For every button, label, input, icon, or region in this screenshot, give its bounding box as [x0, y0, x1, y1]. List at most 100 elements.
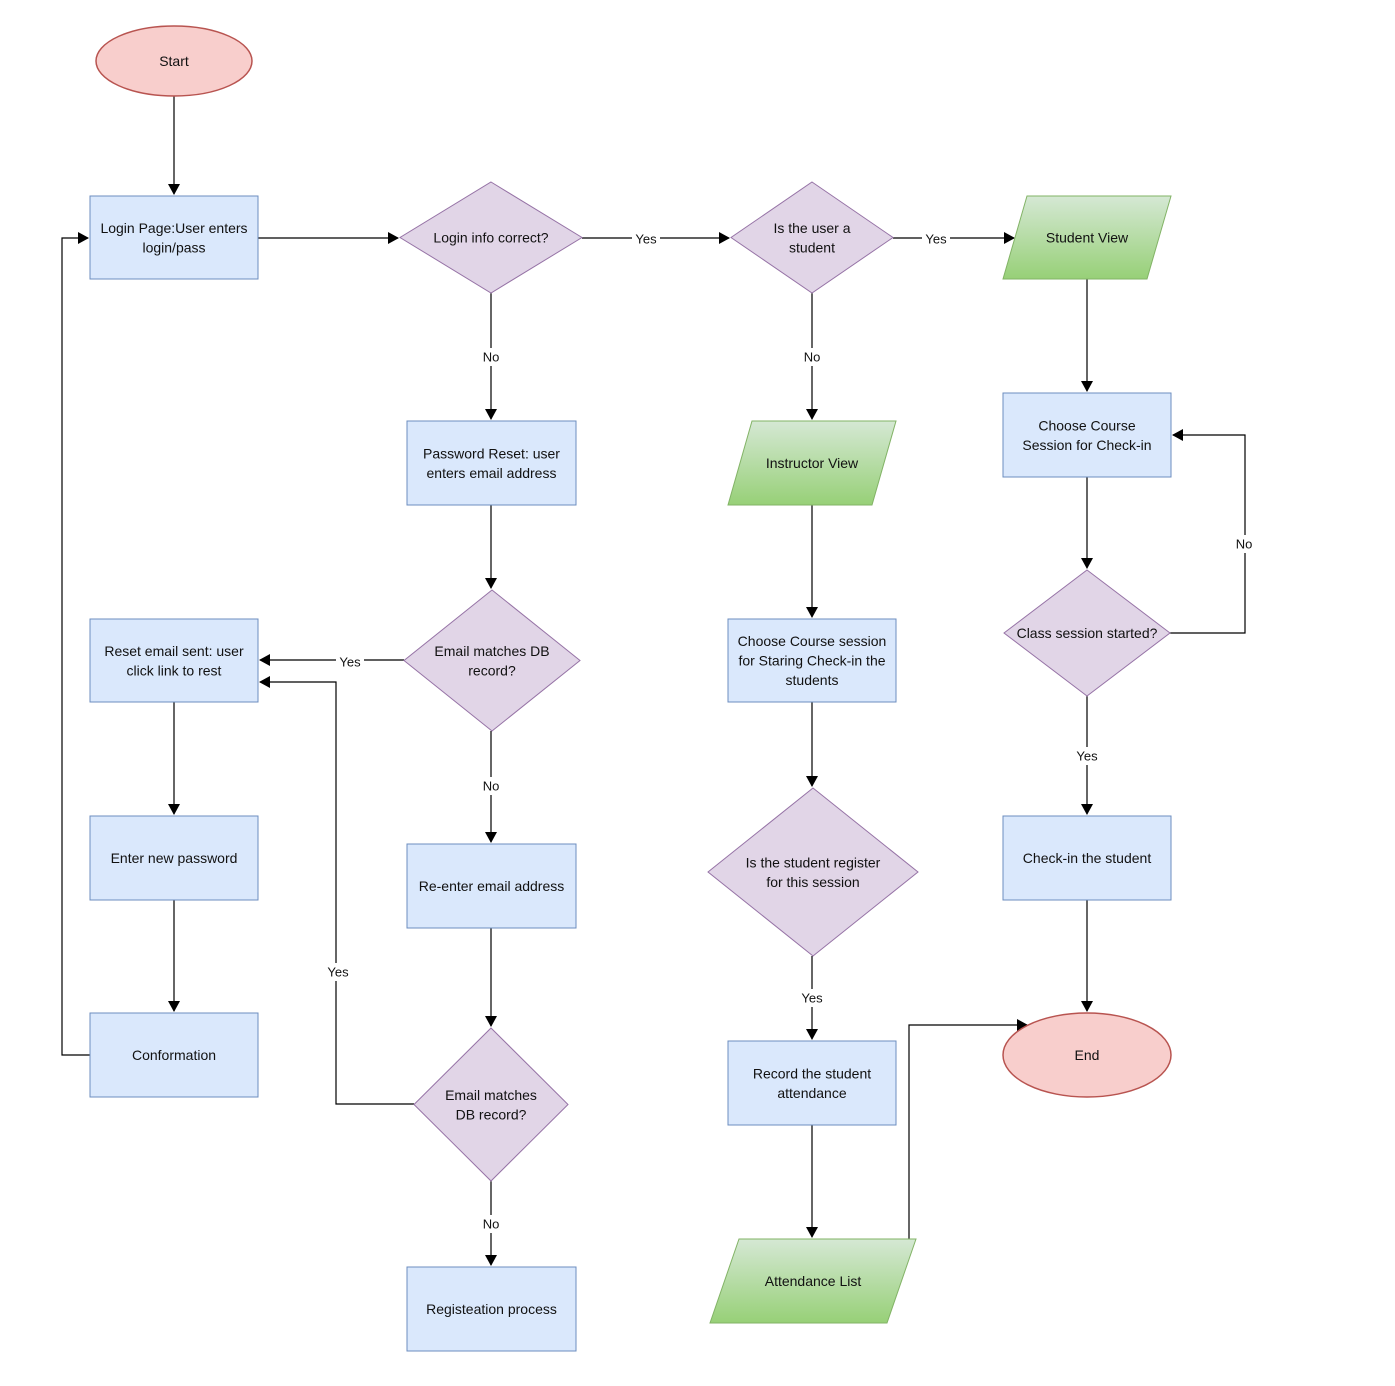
email-match2-label-line: Email matches [445, 1087, 537, 1103]
reset-sent-shape [89, 618, 259, 703]
email-match2-label-line: DB record? [456, 1106, 527, 1122]
login-label-line: login/pass [142, 239, 205, 255]
reset-sent-process-node: Reset email sent: user click link to rest [89, 618, 259, 703]
reenter-email-shape [406, 843, 577, 929]
edge-label-yes: Yes [635, 232, 657, 247]
instructor-view-label-line: Instructor View [766, 455, 859, 471]
checkin-student-label-line: Check-in the student [1023, 850, 1152, 866]
login-process-node: Login Page:User enters login/pass [89, 195, 259, 280]
enter-new-pw-label-line: Enter new password [111, 850, 238, 866]
edges-layer [61, 96, 1246, 1266]
pw-reset-process-node: Password Reset: user enters email address [406, 420, 577, 506]
pw-reset-label-line: Password Reset: user [423, 445, 560, 461]
login-shape [89, 195, 259, 280]
reset-sent-label-line: Reset email sent: user [104, 643, 244, 659]
pw-reset-label-line: enters email address [427, 465, 557, 481]
email-match2-decision-node: Email matches DB record? [413, 1027, 569, 1182]
reenter-email-label-line: Re-enter email address [419, 878, 565, 894]
email-match1-label-line: record? [468, 662, 516, 678]
edge-label-background [1073, 747, 1101, 765]
confirmation-process-node: Conformation [89, 1012, 259, 1098]
registration-process-node: Registeation process [406, 1266, 577, 1352]
attendance-list-label-line: Attendance List [765, 1273, 862, 1289]
end-terminal-node: End [1002, 1012, 1172, 1098]
start-terminal-node: Start [95, 25, 253, 97]
instructor-view-shape [727, 420, 897, 506]
edge-label-background [336, 653, 364, 671]
class-started-label-line: Class session started? [1017, 625, 1158, 641]
checkin-student-process-node: Check-in the student [1002, 815, 1172, 901]
start-label-line: Start [159, 53, 189, 69]
email-match1-label-line: Email matches DB [434, 643, 549, 659]
is-registered-label-line: Is the student register [746, 854, 881, 870]
edge-label-background [802, 348, 822, 366]
is-registered-shape [707, 787, 919, 957]
instructor-view-io-node: Instructor View [727, 420, 897, 506]
choose-start-label-line: Choose Course session [738, 633, 887, 649]
edge-label-no: No [483, 350, 500, 365]
choose-checkin-label-line: Session for Check-in [1022, 437, 1151, 453]
login-label-line: Login Page:User enters [100, 220, 247, 236]
choose-start-shape [727, 618, 897, 703]
pw-reset-shape [406, 420, 577, 506]
choose-checkin-shape [1002, 392, 1172, 478]
edge-label-yes: Yes [327, 965, 349, 980]
reset-sent-label-line: click link to rest [127, 662, 222, 678]
email-match1-decision-node: Email matches DB record? [403, 589, 581, 732]
choose-start-process-node: Choose Course session for Staring Check-i… [727, 618, 897, 703]
student-view-shape [1002, 195, 1172, 280]
record-attendance-label-line: attendance [777, 1085, 846, 1101]
is-student-shape [730, 181, 894, 294]
edge-email_match2-to-reset_sent-arrow [259, 676, 414, 1105]
end-label-line: End [1075, 1047, 1100, 1063]
record-attendance-shape [727, 1040, 897, 1126]
registration-label-line: Registeation process [426, 1301, 557, 1317]
edge-label-no: No [483, 1217, 500, 1232]
student-view-io-node: Student View [1002, 195, 1172, 280]
edge-label-no: No [804, 350, 821, 365]
edge-label-yes: Yes [339, 655, 361, 670]
class-started-shape [1003, 569, 1171, 697]
choose-start-label-line: for Staring Check-in the [738, 653, 885, 669]
edge-label-no: No [1236, 537, 1253, 552]
end-shape [1002, 1012, 1172, 1098]
edge-label-background [324, 963, 352, 981]
edge-attendance_list-to-end-arrow [908, 1019, 1028, 1239]
attendance-list-io-node: Attendance List [709, 1238, 917, 1324]
student-view-label-line: Student View [1046, 230, 1129, 246]
login-ok-label-line: Login info correct? [433, 230, 548, 246]
enter-new-pw-process-node: Enter new password [89, 815, 259, 901]
reenter-email-process-node: Re-enter email address [406, 843, 577, 929]
login-ok-decision-node: Login info correct? [399, 181, 583, 294]
class-started-decision-node: Class session started? [1003, 569, 1171, 697]
edge-label-background [481, 1215, 501, 1233]
edge-label-background [1234, 535, 1254, 553]
email-match1-shape [403, 589, 581, 732]
is-student-label-line: student [789, 239, 835, 255]
attendance-list-shape [709, 1238, 917, 1324]
edge-label-yes: Yes [1076, 749, 1098, 764]
login-ok-shape [399, 181, 583, 294]
edge-label-yes: Yes [925, 232, 947, 247]
edge-label-yes: Yes [801, 991, 823, 1006]
edge-class_started-to-choose_checkin-arrow [1170, 429, 1246, 634]
edge-label-background [922, 230, 950, 248]
registration-shape [406, 1266, 577, 1352]
checkin-student-shape [1002, 815, 1172, 901]
edge-label-background [481, 777, 501, 795]
confirmation-shape [89, 1012, 259, 1098]
edge-label-no: No [483, 779, 500, 794]
edge-confirmation-to-login-arrow [61, 232, 90, 1056]
confirmation-label-line: Conformation [132, 1047, 216, 1063]
choose-start-label-line: students [786, 672, 839, 688]
email-match2-shape [413, 1027, 569, 1182]
choose-checkin-label-line: Choose Course [1038, 417, 1135, 433]
